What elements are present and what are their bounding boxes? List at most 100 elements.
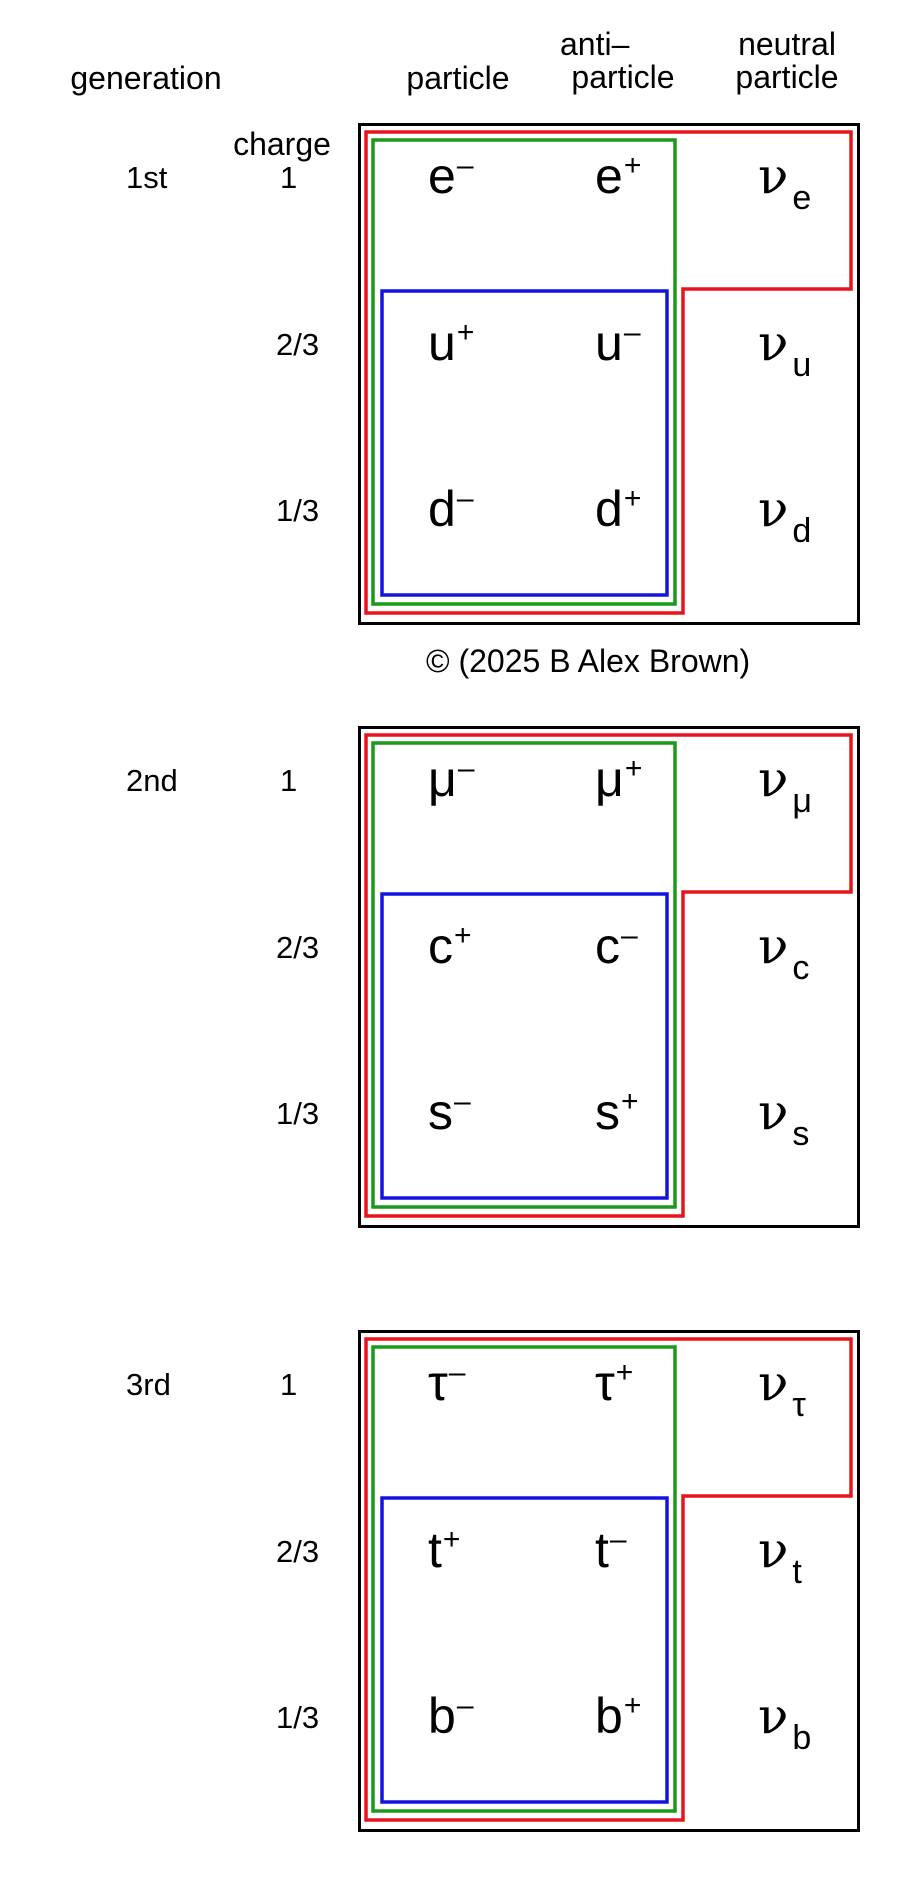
charge-value: 2/3 <box>276 327 320 362</box>
particle-cell: e– <box>428 148 474 204</box>
particle-symbol: c <box>595 918 620 974</box>
neutrino-symbol: ν <box>758 917 789 975</box>
grouping-frames <box>358 123 860 625</box>
neutrino-flavor: μ <box>792 782 812 820</box>
charge-sign: – <box>456 482 474 515</box>
particle-cell: d– <box>428 481 474 537</box>
neutrino-symbol: ν <box>758 147 789 205</box>
blue-grouping-outline <box>380 1496 669 1804</box>
particle-cell: τ– <box>428 1355 465 1411</box>
neutrino-symbol: ν <box>758 1521 789 1579</box>
antiparticle-cell: d+ <box>595 481 641 537</box>
charge-value: 1/3 <box>276 493 320 528</box>
charge-sign: + <box>456 316 475 349</box>
particle-symbol: c <box>428 918 453 974</box>
generation-header: generation <box>70 60 222 96</box>
charge-sign: + <box>615 1356 634 1389</box>
charge-value: 1/3 <box>276 1700 320 1735</box>
charge-sign: + <box>621 1085 639 1118</box>
antiparticle-cell: t– <box>595 1522 627 1578</box>
neutral-header: neutral particle <box>712 28 862 94</box>
particle-cell: b– <box>428 1688 474 1744</box>
charge-sign: – <box>623 316 641 349</box>
red-grouping-outline <box>364 130 853 615</box>
neutrino-flavor: b <box>792 1719 812 1757</box>
antiparticle-cell: s+ <box>595 1084 639 1140</box>
antiparticle-cell: b+ <box>595 1688 641 1744</box>
copyright-credit: © (2025 B Alex Brown) <box>426 643 751 679</box>
generation-label: 1st <box>126 160 168 195</box>
charge-value: 2/3 <box>276 930 320 965</box>
charge-value: 1 <box>280 763 298 798</box>
antiparticle-cell: c– <box>595 918 638 974</box>
neutrino-flavor: t <box>792 1553 802 1591</box>
generation-label: 3rd <box>126 1367 171 1402</box>
red-grouping-outline <box>364 733 853 1218</box>
neutrino-flavor: c <box>792 949 810 987</box>
neutral-header-line2: particle <box>735 59 839 95</box>
particle-symbol: τ <box>428 1355 448 1411</box>
charge-value: 1 <box>280 1367 298 1402</box>
neutral-header-line1: neutral <box>738 26 836 62</box>
particle-symbol: u <box>428 315 456 371</box>
charge-sign: – <box>457 752 475 785</box>
charge-header: charge <box>233 126 331 162</box>
particle-symbol: μ <box>428 751 457 807</box>
grouping-frames <box>358 726 860 1228</box>
neutrino-symbol: ν <box>758 1083 789 1141</box>
red-grouping-outline <box>364 1337 853 1822</box>
outer-frame <box>358 1330 860 1832</box>
green-grouping-outline <box>371 138 677 606</box>
charge-sign: – <box>454 1085 471 1118</box>
particle-symbol: s <box>595 1084 620 1140</box>
neutrino-symbol: ν <box>758 314 789 372</box>
charge-sign: – <box>456 1689 474 1722</box>
particle-symbol: e <box>428 148 456 204</box>
charge-sign: + <box>454 919 472 952</box>
charge-sign: + <box>623 149 642 182</box>
neutrino-flavor: d <box>792 512 812 550</box>
grouping-frames <box>358 1330 860 1832</box>
particle-cell: u+ <box>428 315 474 371</box>
charge-sign: – <box>609 1523 627 1556</box>
charge-sign: + <box>442 1523 461 1556</box>
antiparticle-header-line1: anti– <box>560 26 630 62</box>
particle-symbol: u <box>595 315 623 371</box>
outer-frame <box>358 123 860 625</box>
particle-symbol: d <box>595 481 623 537</box>
green-grouping-outline <box>371 1345 677 1813</box>
particle-symbol: e <box>595 148 623 204</box>
charge-value: 1/3 <box>276 1096 320 1131</box>
charge-sign: – <box>621 919 638 952</box>
charge-value: 1 <box>280 160 298 195</box>
neutrino-symbol: ν <box>758 750 789 808</box>
charge-sign: + <box>623 482 642 515</box>
antiparticle-cell: u– <box>595 315 641 371</box>
charge-sign: – <box>448 1356 466 1389</box>
charge-sign: + <box>624 752 643 785</box>
neutrino-symbol: ν <box>758 480 789 538</box>
particle-symbol: t <box>595 1522 609 1578</box>
neutrino-flavor: u <box>792 346 812 384</box>
particle-symbol: b <box>428 1688 456 1744</box>
generation-label: 2nd <box>126 763 178 798</box>
blue-grouping-outline <box>380 289 669 597</box>
neutrino-symbol: ν <box>758 1354 789 1412</box>
particle-symbol: τ <box>595 1355 615 1411</box>
neutrino-symbol: ν <box>758 1687 789 1745</box>
antiparticle-header: anti– particle <box>548 28 698 94</box>
neutrino-flavor: τ <box>792 1386 806 1424</box>
neutrino-flavor: s <box>792 1115 810 1153</box>
particle-cell: c+ <box>428 918 472 974</box>
